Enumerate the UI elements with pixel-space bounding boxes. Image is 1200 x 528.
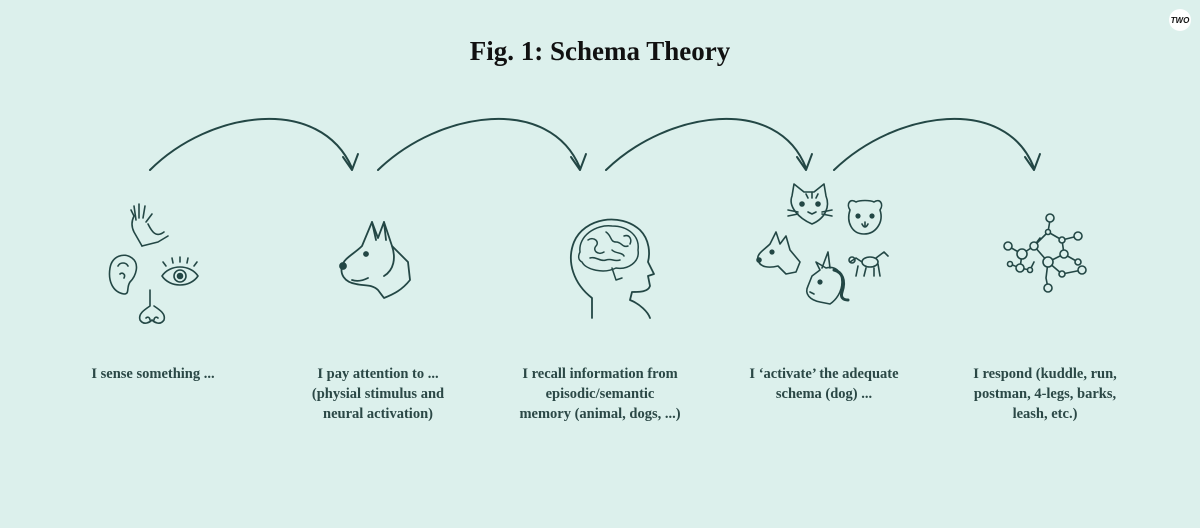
- step-2-caption: I pay attention to ... (physial stimulus…: [283, 364, 473, 424]
- cat-icon: [787, 183, 833, 225]
- caption-line: I respond (kuddle, run,: [973, 366, 1117, 382]
- diagram-title: Fig. 1: Schema Theory: [469, 36, 731, 66]
- caption-line: schema (dog) ...: [775, 386, 873, 402]
- arrow-4-to-5: [833, 117, 1041, 171]
- small-dog-icon: [756, 231, 801, 275]
- bear-icon: [847, 199, 883, 235]
- network-graph-icon: [1003, 213, 1087, 293]
- arrow-1-to-2: [149, 117, 359, 171]
- logo-badge: TWO: [1169, 9, 1191, 31]
- nose-icon: [138, 289, 166, 324]
- balloon-dog-icon: [848, 251, 889, 277]
- dog-head-icon: [339, 221, 411, 299]
- caption-line: I recall information from: [522, 366, 678, 382]
- brain-icon: [577, 225, 639, 281]
- brain-head-icon: [570, 218, 655, 319]
- eye-icon: [161, 256, 199, 286]
- caption-line: I pay attention to ...: [317, 366, 439, 382]
- step-4-caption: I ‘activate’ the adequate schema (dog) .…: [729, 364, 919, 404]
- caption-line: (physial stimulus and: [311, 386, 445, 402]
- caption-line: episodic/semantic: [545, 386, 655, 402]
- ear-icon: [108, 254, 138, 295]
- caption-line: memory (animal, dogs, ...): [519, 406, 681, 422]
- unicorn-icon: [805, 251, 850, 305]
- step-3-caption: I recall information from episodic/seman…: [505, 364, 695, 424]
- caption-line: leash, etc.): [1012, 406, 1078, 422]
- arrow-2-to-3: [377, 117, 587, 171]
- caption-line: postman, 4-legs, barks,: [973, 386, 1117, 402]
- caption-line: neural activation): [323, 406, 433, 422]
- caption-line: I ‘activate’ the adequate: [749, 366, 899, 382]
- step-5-caption: I respond (kuddle, run, postman, 4-legs,…: [950, 364, 1140, 424]
- step-1-caption: I sense something ...: [58, 364, 248, 384]
- animals-cluster-icon: [756, 183, 889, 305]
- caption-line: I sense something ...: [91, 366, 215, 382]
- senses-icon: [108, 203, 199, 324]
- hand-icon: [130, 203, 169, 247]
- arrow-3-to-4: [605, 117, 813, 171]
